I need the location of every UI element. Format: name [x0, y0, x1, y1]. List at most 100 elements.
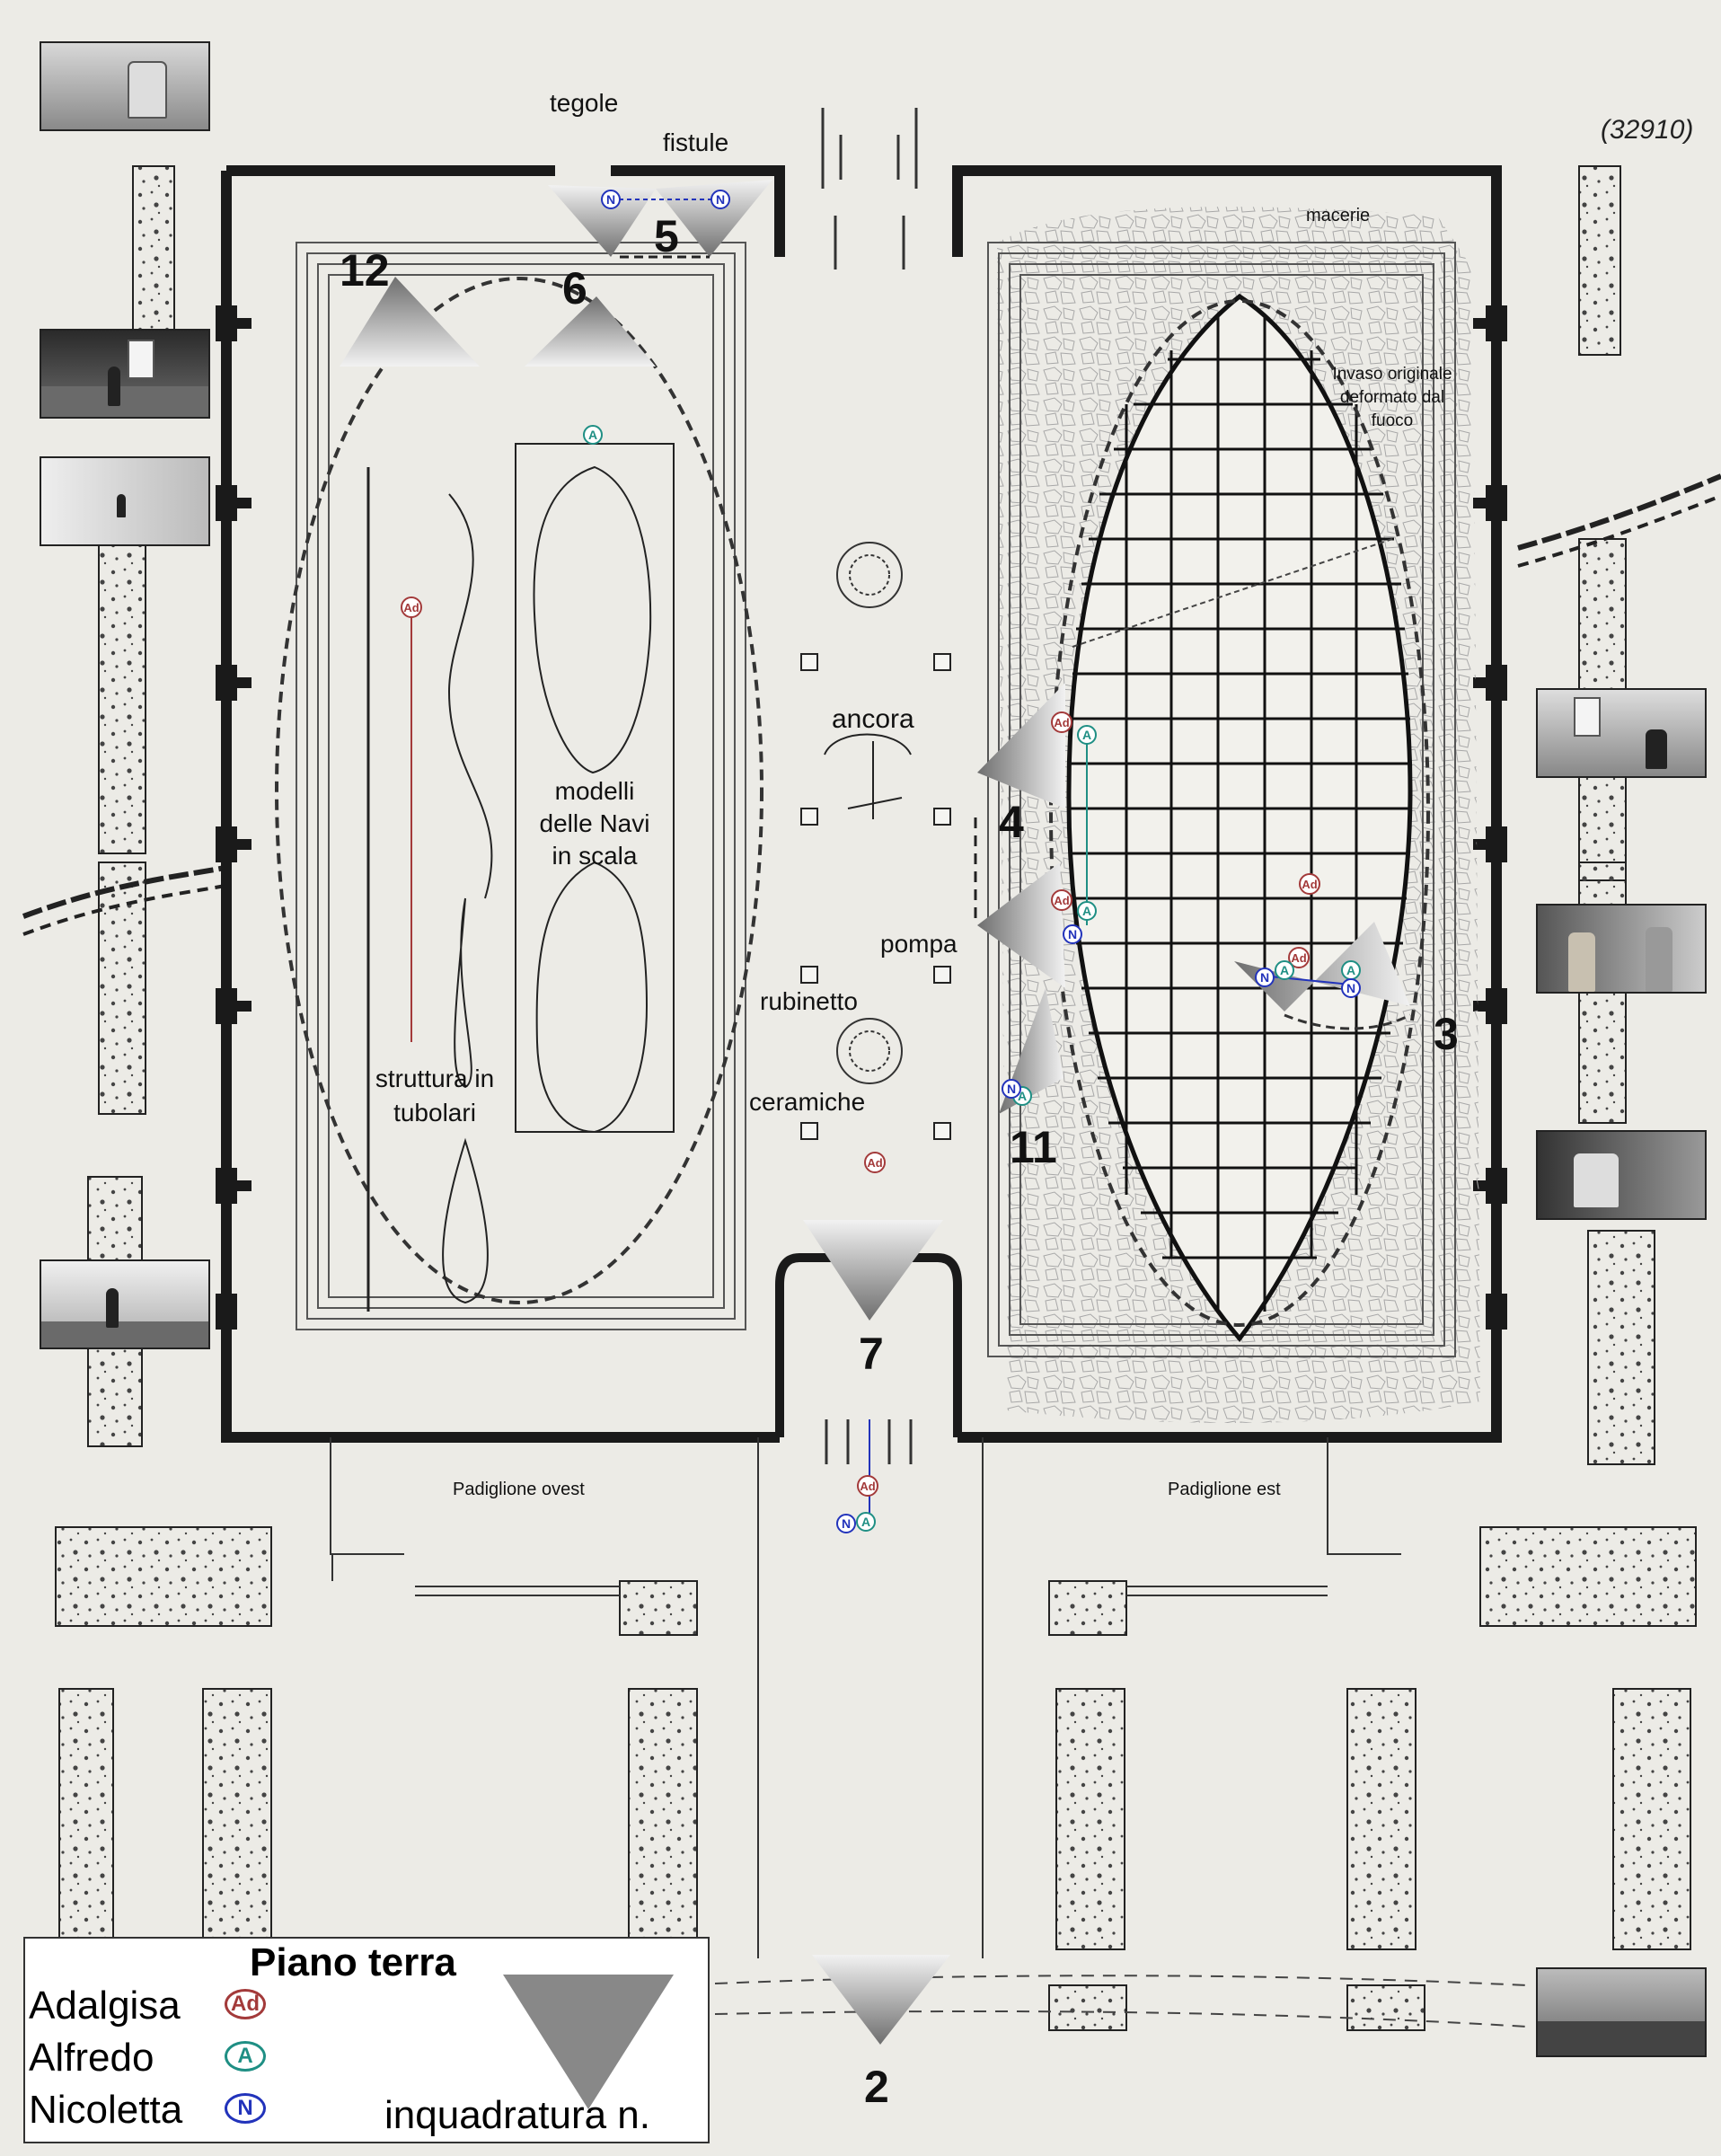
lower-courtyard — [330, 1437, 1401, 1958]
label-tegole: tegole — [550, 89, 618, 117]
marker-a-5: A — [1341, 960, 1361, 980]
marker-ad-7: Ad — [857, 1475, 878, 1497]
film-still-right-4-floor — [1538, 2020, 1705, 2055]
marker-n-2: N — [710, 190, 730, 209]
marker-n-1: N — [601, 190, 621, 209]
label-invaso-line-1: Invaso originale — [1332, 365, 1452, 384]
svg-text:A: A — [861, 1515, 870, 1529]
legend: Piano terra Adalgisa Ad Alfredo A Nicole… — [23, 1937, 710, 2143]
svg-text:A: A — [1280, 963, 1289, 977]
marker-ad-3: Ad — [1051, 889, 1072, 911]
film-still-left-2-figure — [108, 367, 120, 406]
film-still-right-1-window — [1574, 697, 1601, 737]
label-modelli-line-2: delle Navi — [540, 809, 650, 837]
marker-a-1: A — [583, 425, 603, 445]
svg-text:A: A — [1082, 904, 1091, 918]
marker-ad-1: Ad — [401, 596, 422, 618]
film-still-left-1-figure — [128, 61, 167, 119]
film-still-right-2-bg — [1538, 906, 1705, 992]
marker-a-7: A — [856, 1512, 876, 1532]
shot-number-2: 2 — [864, 2062, 889, 2112]
svg-text:A: A — [588, 428, 597, 442]
film-still-left-2 — [40, 329, 210, 419]
label-padiglione-est: Padiglione est — [1168, 1480, 1281, 1499]
svg-text:N: N — [1260, 970, 1269, 985]
shot-number-3: 3 — [1434, 1009, 1459, 1059]
svg-text:A: A — [1082, 728, 1091, 742]
shot-number-4: 4 — [999, 797, 1024, 847]
shot-number-12: 12 — [340, 245, 390, 296]
garden-tree-strips — [55, 165, 1697, 2031]
shot-number-11: 11 — [1010, 1122, 1057, 1172]
film-still-right-2-figure-2 — [1646, 927, 1672, 992]
markers-adalgisa: Ad Ad Ad Ad Ad Ad Ad — [401, 596, 1320, 1497]
label-struttura-line-2: tubolari — [393, 1099, 476, 1127]
shot-number-6: 6 — [562, 263, 587, 314]
markers-nicoletta: N N N N N N N — [601, 190, 1361, 1533]
film-still-left-4-floor — [41, 1321, 208, 1348]
label-modelli: modelli delle Navi in scala — [540, 777, 650, 870]
svg-text:Ad: Ad — [1054, 894, 1069, 907]
marker-n-6: N — [1002, 1079, 1021, 1099]
film-still-left-3-figure — [117, 494, 126, 517]
marker-ad-5: Ad — [1288, 947, 1310, 968]
svg-text:Ad: Ad — [867, 1156, 882, 1170]
film-still-right-2-figure-1 — [1568, 932, 1595, 992]
svg-text:N: N — [842, 1516, 851, 1531]
label-invaso-line-3: fuoco — [1372, 411, 1413, 430]
film-still-left-4-figure — [106, 1288, 119, 1328]
svg-text:N: N — [716, 192, 725, 207]
film-still-right-3 — [1536, 1130, 1707, 1220]
legend-adalgisa-badge: Ad — [225, 1989, 266, 2019]
marker-n-5: N — [1341, 978, 1361, 998]
marker-ad-4: Ad — [1299, 873, 1320, 895]
marker-ad-2: Ad — [1051, 711, 1072, 733]
legend-adalgisa: Adalgisa — [29, 1984, 181, 2028]
film-still-left-1-bg — [41, 43, 208, 129]
legend-alfredo: Alfredo — [29, 2036, 154, 2080]
label-rubinetto: rubinetto — [760, 987, 858, 1015]
marker-a-2: A — [1077, 725, 1097, 745]
legend-title: Piano terra — [250, 1940, 456, 1984]
film-still-right-3-bg — [1538, 1132, 1705, 1218]
label-ancora: ancora — [832, 704, 914, 734]
label-struttura-line-1: struttura in — [375, 1065, 494, 1092]
film-still-right-2 — [1536, 904, 1707, 994]
film-still-right-1 — [1536, 688, 1707, 778]
label-pompa: pompa — [880, 930, 958, 958]
legend-nicoletta: Nicoletta — [29, 2088, 183, 2132]
legend-alfredo-badge: A — [225, 2041, 266, 2072]
shot-number-7: 7 — [859, 1329, 884, 1379]
svg-text:Ad: Ad — [860, 1480, 875, 1493]
film-still-right-3-figure — [1574, 1153, 1619, 1207]
svg-text:Ad: Ad — [1302, 878, 1317, 891]
film-still-left-2-window — [128, 340, 154, 379]
film-still-right-1-figure — [1646, 729, 1667, 769]
shot-cones — [340, 180, 1410, 2045]
svg-text:Ad: Ad — [1054, 716, 1069, 729]
marker-a-3: A — [1077, 901, 1097, 921]
stone-wall-left — [22, 865, 225, 936]
ship-hull-grid — [1049, 293, 1430, 1342]
film-still-left-4 — [40, 1259, 210, 1349]
stone-wall-right — [1517, 473, 1721, 568]
svg-text:N: N — [606, 192, 615, 207]
tubular-structure-drop-2 — [442, 1137, 489, 1304]
outer-walls — [221, 165, 1502, 1443]
label-modelli-line-1: modelli — [555, 777, 635, 805]
svg-text:N: N — [1007, 1082, 1016, 1096]
label-struttura: struttura in tubolari — [375, 1065, 494, 1127]
svg-text:Ad: Ad — [1291, 951, 1306, 965]
central-columns — [800, 653, 951, 1140]
west-basin-steps — [296, 242, 746, 1330]
tubular-structure-curve — [447, 493, 493, 899]
west-dashed-oval — [275, 277, 763, 1304]
label-ceramiche: ceramiche — [749, 1088, 865, 1116]
film-still-left-1 — [40, 41, 210, 131]
marker-a-4: A — [1275, 960, 1294, 980]
svg-text:N: N — [1346, 981, 1355, 995]
marker-n-4: N — [1255, 968, 1275, 987]
svg-text:A: A — [1346, 963, 1355, 977]
marker-n-3: N — [1063, 924, 1082, 944]
